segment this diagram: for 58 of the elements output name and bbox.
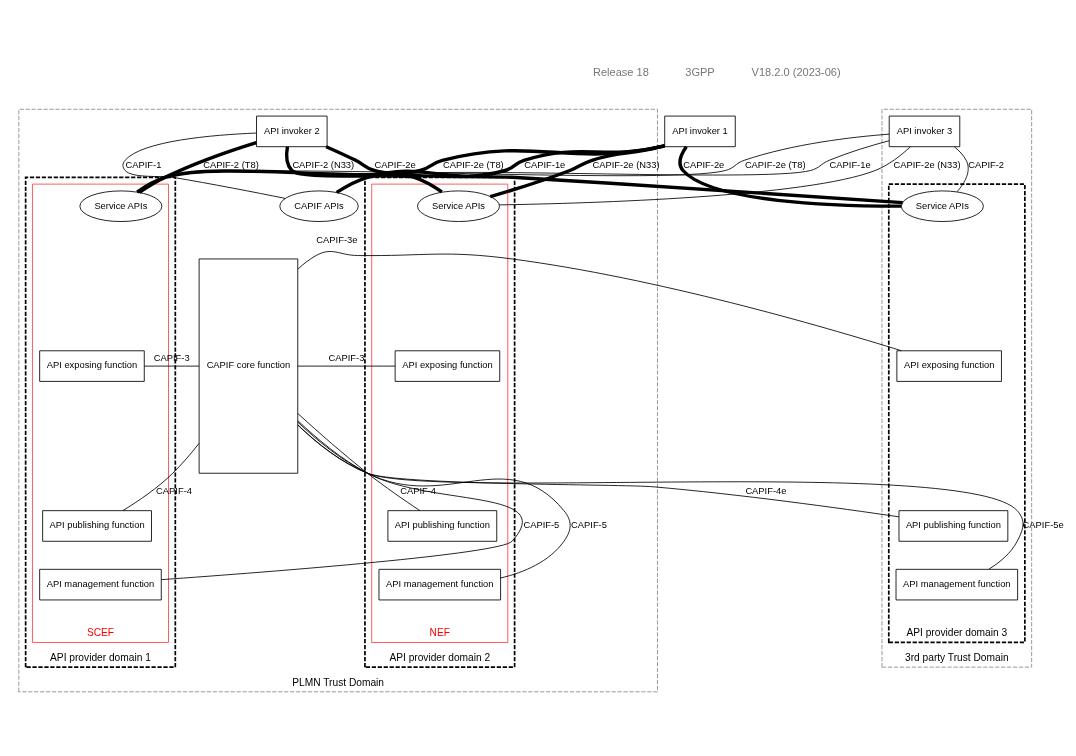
node-ellipse: Service APIs bbox=[900, 190, 984, 222]
connector bbox=[143, 365, 200, 367]
connector bbox=[284, 146, 443, 194]
connector bbox=[499, 146, 911, 206]
label: Release 18 bbox=[592, 65, 649, 78]
label: V18.2.0 (2023-06) bbox=[751, 65, 841, 78]
connector bbox=[325, 145, 903, 205]
connector bbox=[122, 132, 286, 199]
node-box: API invoker 1 bbox=[664, 115, 736, 148]
edge-label: CAPIF-4 bbox=[400, 486, 437, 497]
edge-label: CAPIF-1e bbox=[524, 159, 566, 170]
connector bbox=[336, 140, 890, 193]
edge-label: CAPIF-1 bbox=[125, 159, 162, 170]
node-box: API management function bbox=[39, 568, 162, 601]
connector bbox=[160, 420, 523, 581]
edge-label: CAPIF-1e bbox=[829, 159, 871, 170]
connector bbox=[138, 140, 257, 194]
connector bbox=[297, 424, 1024, 570]
node-ellipse: Service APIs bbox=[417, 190, 500, 222]
node-box: API exposing function bbox=[39, 350, 145, 382]
edge-label: CAPIF-3e bbox=[316, 234, 358, 245]
connector bbox=[297, 365, 396, 367]
edge-label: CAPIF-4e bbox=[745, 486, 787, 497]
connector bbox=[122, 442, 200, 511]
node-box: API publishing function bbox=[898, 510, 1009, 542]
edge-label: CAPIF-2 (T8) bbox=[203, 159, 259, 170]
node-box: API exposing function bbox=[394, 350, 501, 382]
connector bbox=[953, 146, 969, 192]
connector bbox=[136, 133, 890, 193]
edge-label: CAPIF-2 (N33) bbox=[292, 159, 355, 170]
node-ellipse: Service APIs bbox=[79, 190, 163, 222]
edge-label: CAPIF-2e bbox=[374, 159, 416, 170]
node-box: API publishing function bbox=[387, 510, 498, 542]
node-box: API exposing function bbox=[896, 350, 1002, 382]
node-box: API invoker 2 bbox=[256, 115, 328, 148]
edge-label: CAPIF-2 bbox=[968, 159, 1005, 170]
node-ellipse: CAPIF APIs bbox=[279, 190, 359, 222]
edge-label: CAPIF-2e (N33) bbox=[893, 159, 961, 170]
edge-label: CAPIF-5 bbox=[523, 520, 560, 531]
edge-label: CAPIF-5 bbox=[571, 520, 607, 531]
connector bbox=[297, 413, 421, 512]
connector bbox=[297, 421, 571, 579]
label: 3GPP bbox=[685, 65, 715, 78]
node-box: API publishing function bbox=[42, 510, 152, 542]
edge-label: CAPIF-3 bbox=[328, 352, 365, 363]
node-box: API invoker 3 bbox=[888, 115, 961, 148]
edge-label: CAPIF-2e (N33) bbox=[592, 159, 660, 170]
connector bbox=[297, 424, 900, 518]
edge-label: CAPIF-2e (T8) bbox=[443, 159, 504, 170]
connector bbox=[297, 251, 902, 352]
node-box: API management function bbox=[895, 568, 1019, 601]
connector bbox=[678, 145, 902, 208]
edge-label: CAPIF-2e bbox=[683, 159, 725, 170]
edge-label: CAPIF-2e (T8) bbox=[744, 159, 806, 170]
connector bbox=[136, 144, 665, 194]
node-box: API management function bbox=[378, 568, 501, 601]
connector bbox=[489, 143, 666, 199]
node-box: CAPIF core function bbox=[198, 258, 299, 474]
